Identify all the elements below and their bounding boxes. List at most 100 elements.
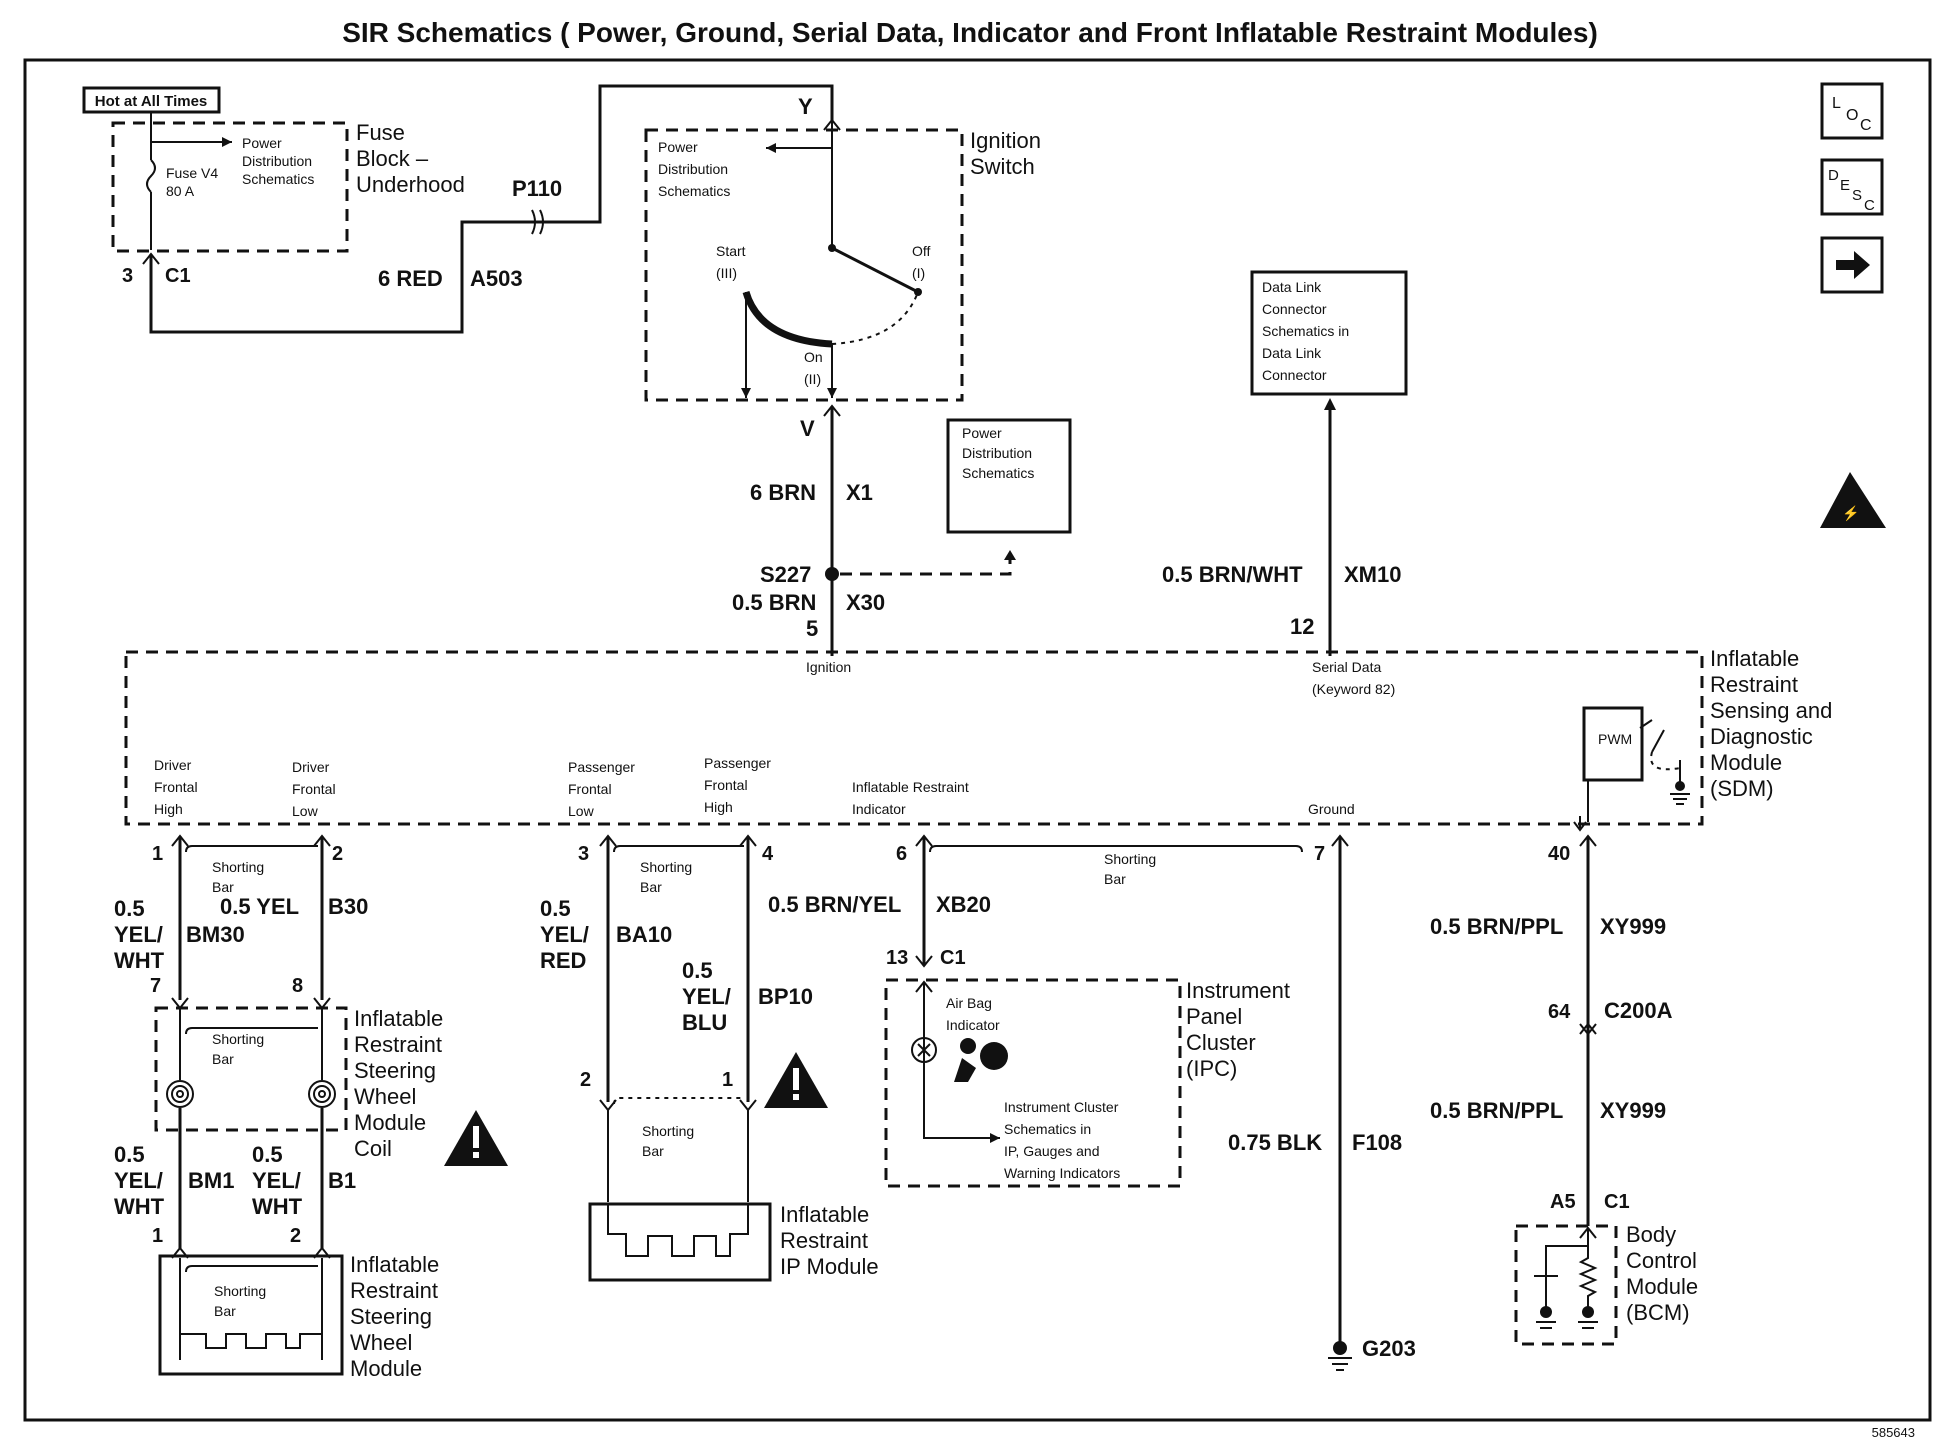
svg-text:1: 1 — [152, 1225, 163, 1247]
svg-text:A5: A5 — [1550, 1191, 1576, 1213]
svg-text:A503: A503 — [470, 266, 523, 291]
svg-text:Bar: Bar — [214, 1303, 236, 1319]
svg-text:Distribution: Distribution — [658, 161, 728, 177]
svg-text:XY999: XY999 — [1600, 1098, 1666, 1123]
svg-text:Indicator: Indicator — [852, 801, 906, 817]
svg-text:Ignition: Ignition — [806, 659, 851, 675]
diagram-title: SIR Schematics ( Power, Ground, Serial D… — [342, 17, 1598, 48]
svg-text:(III): (III) — [716, 265, 737, 281]
next-arrow-icon[interactable] — [1820, 236, 1884, 294]
wire-a503 — [149, 220, 530, 334]
svg-text:1: 1 — [152, 843, 163, 865]
svg-text:X1: X1 — [846, 480, 873, 505]
svg-text:C: C — [1860, 117, 1872, 134]
svg-text:Data Link: Data Link — [1262, 279, 1322, 295]
svg-text:C: C — [1864, 197, 1875, 214]
svg-text:0.5 BRN/PPL: 0.5 BRN/PPL — [1430, 1098, 1563, 1123]
svg-text:(Keyword 82): (Keyword 82) — [1312, 681, 1395, 697]
svg-text:Steering: Steering — [354, 1058, 436, 1083]
diagram-frame — [23, 58, 1932, 1422]
svg-text:D: D — [1828, 167, 1839, 184]
ignition-switch-outline — [644, 128, 964, 402]
svg-text:Inflatable Restraint: Inflatable Restraint — [852, 779, 969, 795]
svg-text:Connector: Connector — [1262, 367, 1327, 383]
svg-text:2: 2 — [580, 1069, 591, 1091]
loc-icon[interactable]: L O C — [1820, 82, 1884, 140]
svg-text:0.5: 0.5 — [252, 1142, 283, 1167]
svg-text:Panel: Panel — [1186, 1004, 1242, 1029]
bcm-outline — [1514, 1224, 1618, 1346]
svg-text:Frontal: Frontal — [292, 781, 336, 797]
svg-text:X30: X30 — [846, 590, 885, 615]
svg-text:Frontal: Frontal — [568, 781, 612, 797]
indicator-lamp-icon — [911, 1037, 937, 1063]
svg-text:Bar: Bar — [212, 879, 234, 895]
svg-text:⚡: ⚡ — [1842, 505, 1859, 522]
svg-text:Low: Low — [292, 803, 319, 819]
steering-wheel-module-box — [158, 1254, 344, 1376]
svg-text:C1: C1 — [165, 265, 191, 287]
svg-text:Wheel: Wheel — [350, 1330, 412, 1355]
svg-text:(II): (II) — [804, 371, 821, 387]
figure-number: 585643 — [1872, 1425, 1915, 1440]
svg-text:Shorting: Shorting — [214, 1283, 266, 1299]
svg-text:L: L — [1832, 95, 1841, 112]
svg-text:2: 2 — [290, 1225, 301, 1247]
svg-text:Schematics: Schematics — [242, 171, 314, 187]
coil-outline — [154, 1006, 348, 1132]
switch-blade — [831, 246, 919, 294]
svg-text:Sensing and: Sensing and — [1710, 698, 1832, 723]
svg-text:S: S — [1852, 187, 1862, 204]
svg-text:Serial Data: Serial Data — [1312, 659, 1381, 675]
svg-text:Restraint: Restraint — [1710, 672, 1798, 697]
svg-text:On: On — [804, 349, 823, 365]
svg-text:Driver: Driver — [292, 759, 330, 775]
svg-text:0.5 YEL: 0.5 YEL — [220, 894, 299, 919]
svg-text:Shorting: Shorting — [640, 859, 692, 875]
svg-text:BM30: BM30 — [186, 922, 245, 947]
svg-text:WHT: WHT — [114, 1194, 165, 1219]
ignition-switch-label: Ignition — [970, 128, 1041, 153]
svg-text:Restraint: Restraint — [354, 1032, 442, 1057]
svg-text:Schematics in: Schematics in — [1262, 323, 1349, 339]
svg-text:Coil: Coil — [354, 1136, 392, 1161]
svg-text:0.5 BRN/WHT: 0.5 BRN/WHT — [1162, 562, 1303, 587]
svg-text:XY999: XY999 — [1600, 914, 1666, 939]
ground-icon — [1578, 1306, 1598, 1329]
ground-icon — [1328, 1341, 1352, 1371]
svg-text:Off: Off — [912, 243, 931, 259]
svg-text:0.5 BRN/PPL: 0.5 BRN/PPL — [1430, 914, 1563, 939]
svg-text:YEL/: YEL/ — [252, 1168, 301, 1193]
data-link-connector-box — [1250, 270, 1408, 396]
svg-text:0.5: 0.5 — [114, 1142, 145, 1167]
svg-text:High: High — [704, 799, 733, 815]
svg-text:Module: Module — [1626, 1274, 1698, 1299]
svg-text:0.5 BRN/YEL: 0.5 BRN/YEL — [768, 892, 901, 917]
steering-wheel-module-label: Inflatable — [350, 1252, 439, 1277]
svg-text:Power: Power — [658, 139, 698, 155]
svg-text:40: 40 — [1548, 843, 1570, 865]
svg-text:Restraint: Restraint — [780, 1228, 868, 1253]
passenger-low-high-wires — [599, 834, 757, 1112]
svg-text:12: 12 — [1290, 614, 1314, 639]
svg-text:1: 1 — [722, 1069, 733, 1091]
svg-text:XM10: XM10 — [1344, 562, 1401, 587]
sdm-label: Inflatable — [1710, 646, 1799, 671]
svg-text:High: High — [154, 801, 183, 817]
svg-text:Bar: Bar — [212, 1051, 234, 1067]
splice-s227 — [825, 567, 839, 581]
bcm-label: Body — [1626, 1222, 1676, 1247]
desc-icon[interactable]: D E S C — [1820, 158, 1884, 216]
svg-text:BM1: BM1 — [188, 1168, 234, 1193]
ground-icon — [1670, 781, 1690, 805]
hot-at-all-times-label: Hot at All Times — [95, 93, 208, 110]
svg-text:O: O — [1846, 107, 1858, 124]
svg-text:Module: Module — [1710, 750, 1782, 775]
svg-text:BP10: BP10 — [758, 984, 813, 1009]
svg-text:Module: Module — [354, 1110, 426, 1135]
svg-text:Power: Power — [242, 135, 282, 151]
svg-text:E: E — [1840, 177, 1850, 194]
svg-text:Bar: Bar — [642, 1143, 664, 1159]
svg-text:Control: Control — [1626, 1248, 1697, 1273]
